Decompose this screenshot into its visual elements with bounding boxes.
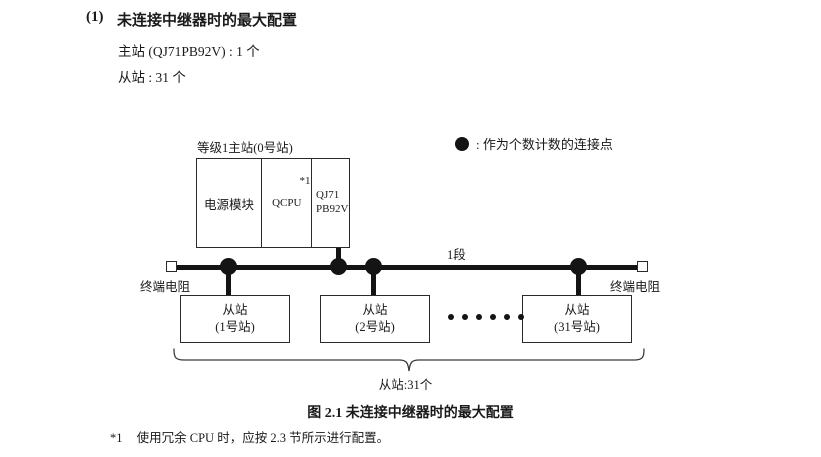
terminator-right-icon	[637, 261, 648, 272]
trunk-bus-line	[173, 264, 643, 270]
ellipsis-dot	[504, 314, 510, 320]
qcpu-label: QCPU	[272, 197, 302, 209]
terminator-left-icon	[166, 261, 177, 272]
qcpu-footnote-mark: *1	[299, 175, 311, 187]
footnote-text: 使用冗余 CPU 时，应按 2.3 节所示进行配置。	[136, 431, 390, 445]
qj71pb92v-cell: QJ71 PB92V	[312, 159, 349, 247]
qj71pb92v-label-line2: PB92V	[316, 203, 349, 215]
legend-label: : 作为个数计数的连接点	[476, 137, 613, 152]
master-station-label: 等级1主站(0号站)	[197, 141, 293, 155]
master-station-rack: 电源模块 QCPU *1 QJ71 PB92V	[196, 158, 350, 248]
page-title: 未连接中继器时的最大配置	[117, 13, 298, 29]
slave-title: 从站	[222, 303, 248, 318]
spec-master-count: 主站 (QJ71PB92V) : 1 个	[118, 44, 260, 59]
slave-title: 从站	[564, 303, 590, 318]
slave-station-box: 从站 (2号站)	[320, 295, 430, 343]
footnote: *1 使用冗余 CPU 时，应按 2.3 节所示进行配置。	[110, 427, 389, 446]
power-module-label: 电源模块	[204, 197, 255, 212]
slave-total-label: 从站:31个	[378, 378, 433, 392]
slave-station-box: 从站 (31号站)	[522, 295, 632, 343]
power-module-cell: 电源模块	[197, 159, 263, 247]
figure-caption: 图 2.1 未连接中继器时的最大配置	[307, 406, 514, 421]
slave-drop-line	[576, 266, 581, 296]
filled-circle-icon	[455, 136, 469, 151]
ellipsis-dots	[448, 314, 524, 320]
slave-drop-line	[371, 266, 376, 296]
slave-station-number: (1号站)	[215, 320, 255, 334]
slave-station-box: 从站 (1号站)	[180, 295, 290, 343]
slave-station-number: (2号站)	[355, 320, 395, 334]
slave-station-number: (31号站)	[554, 320, 600, 334]
master-drop-line	[336, 248, 341, 267]
qj71pb92v-label-line1: QJ71	[316, 189, 340, 202]
connection-node	[330, 258, 347, 275]
heading-number: (1)	[86, 9, 104, 25]
terminator-left-label: 终端电阻	[140, 280, 191, 294]
segment-label: 1段	[447, 248, 466, 262]
ellipsis-dot	[476, 314, 482, 320]
footnote-mark: *1	[110, 431, 123, 445]
spec-slave-count: 从站 : 31 个	[118, 70, 186, 85]
slave-title: 从站	[362, 303, 388, 318]
brace-label-wrapper: 从站:31个	[0, 374, 821, 393]
ellipsis-dot	[462, 314, 468, 320]
ellipsis-dot	[518, 314, 524, 320]
legend: : 作为个数计数的连接点	[455, 134, 613, 153]
ellipsis-dot	[490, 314, 496, 320]
ellipsis-dot	[448, 314, 454, 320]
terminator-right-label: 终端电阻	[610, 280, 661, 294]
qcpu-cell: QCPU *1	[262, 159, 313, 247]
slave-range-brace	[168, 348, 650, 374]
slave-drop-line	[226, 266, 231, 296]
